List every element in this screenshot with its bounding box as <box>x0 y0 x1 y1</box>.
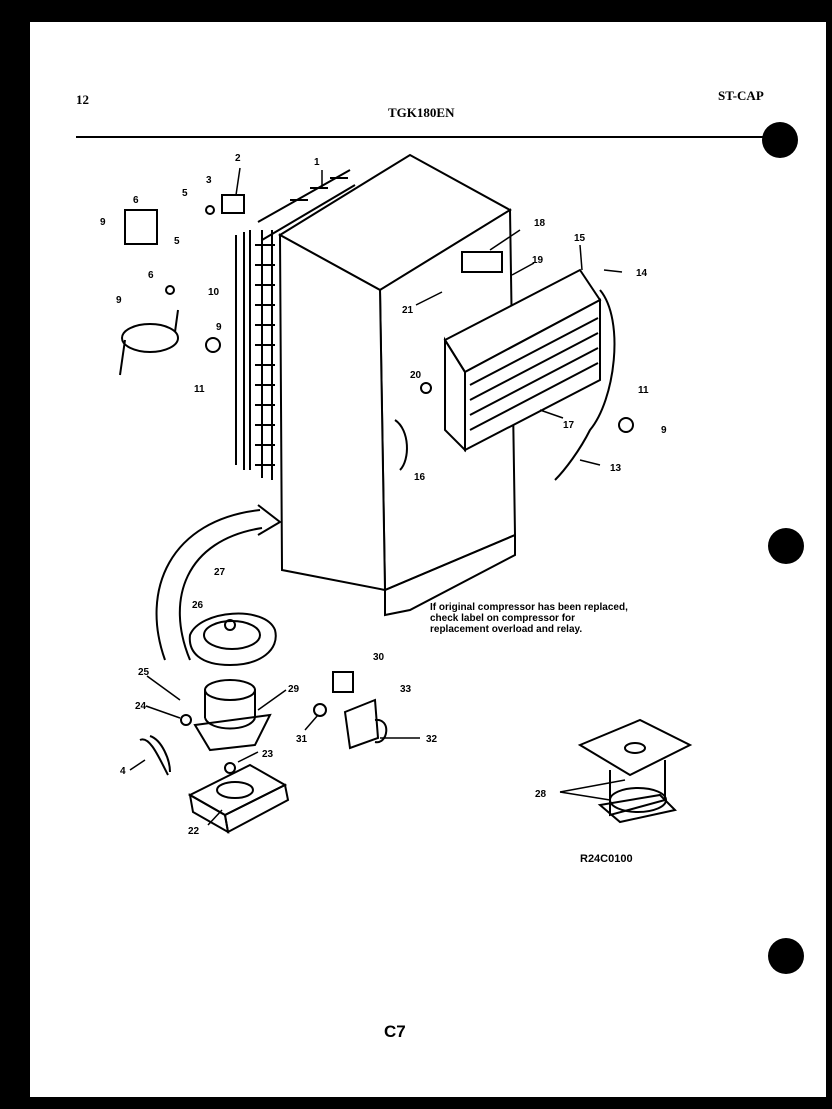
part-label: 6 <box>148 270 154 281</box>
part-label: 32 <box>426 734 438 745</box>
part-label: 23 <box>262 749 274 760</box>
evaporator <box>443 268 616 481</box>
part-label: 6 <box>133 195 139 206</box>
part-label: 25 <box>138 667 150 678</box>
part-label: 20 <box>410 370 422 381</box>
part-label: 9 <box>216 322 222 333</box>
compressor-base <box>187 763 290 834</box>
part-label: 5 <box>174 236 180 247</box>
part-label: 17 <box>563 420 575 431</box>
part-label: 29 <box>288 684 300 695</box>
part-label: 33 <box>400 684 412 695</box>
part-label: 14 <box>636 268 648 279</box>
part-label: 11 <box>194 384 205 395</box>
binder-hole-top <box>762 122 798 158</box>
model-number: TGK180EN <box>388 105 455 120</box>
compressor <box>193 679 272 752</box>
drain-tube <box>155 504 282 661</box>
part-labels: 1 2 3 5 5 6 6 9 9 10 9 11 18 15 19 14 21… <box>100 153 667 837</box>
part-label: 13 <box>610 463 622 474</box>
condenser-coil <box>235 169 356 480</box>
inset-compressor <box>577 718 693 824</box>
section-code: ST-CAP <box>718 88 764 103</box>
binder-hole-bottom <box>768 938 804 974</box>
page-number: 12 <box>76 92 89 107</box>
part-label: 9 <box>661 425 667 436</box>
part-label: 11 <box>638 385 649 396</box>
part-label: 26 <box>192 600 204 611</box>
part-label: 2 <box>235 153 241 164</box>
part-label: 27 <box>214 567 226 578</box>
page-code: C7 <box>384 1022 406 1041</box>
part-label: 21 <box>402 305 414 316</box>
drain-pan <box>188 612 277 667</box>
power-cord <box>119 309 179 376</box>
part-label: 31 <box>296 734 308 745</box>
leader-lines <box>129 167 626 826</box>
part-label: 5 <box>182 188 188 199</box>
part-label: 4 <box>120 766 126 777</box>
part-label: 24 <box>135 701 147 712</box>
relay-overload <box>332 671 388 750</box>
part-label: 9 <box>100 217 106 228</box>
refrigerator-cabinet <box>278 153 517 617</box>
compressor-replacement-note: If original compressor has been replaced… <box>430 602 628 635</box>
hardware-parts <box>124 194 634 774</box>
part-label: 16 <box>414 472 426 483</box>
part-label: 1 <box>314 157 320 168</box>
binder-hole-middle <box>768 528 804 564</box>
part-label: 19 <box>532 255 544 266</box>
diagram-code: R24C0100 <box>580 853 633 865</box>
part-label: 22 <box>188 826 200 837</box>
part-label: 3 <box>206 175 212 186</box>
filter-drier <box>139 735 171 776</box>
part-label: 9 <box>116 295 122 306</box>
part-label: 10 <box>208 287 220 298</box>
part-label: 18 <box>534 218 546 229</box>
part-label: 28 <box>535 789 547 800</box>
part-label: 30 <box>373 652 385 663</box>
part-label: 15 <box>574 233 586 244</box>
